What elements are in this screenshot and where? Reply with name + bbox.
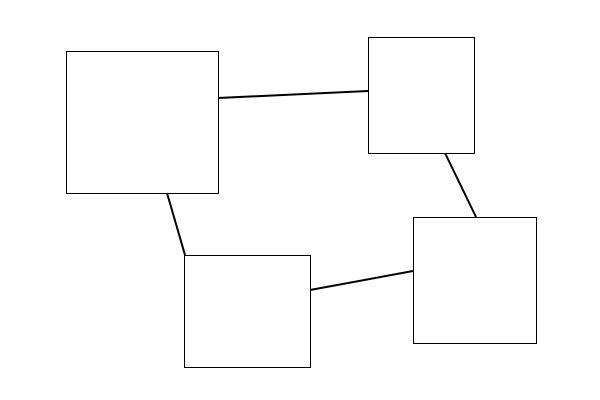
node-bottom-center-box — [184, 255, 311, 368]
node-bottom-right — [413, 217, 537, 344]
node-top-left-box — [66, 51, 219, 194]
edge-bottom-right-to-bottom-center — [309, 270, 414, 291]
node-top-left — [66, 51, 219, 194]
edge-bottom-center-to-top-left — [166, 192, 186, 256]
edge-top-right-to-bottom-right — [444, 152, 477, 218]
node-top-right — [368, 37, 475, 154]
node-top-right-box — [368, 37, 475, 154]
edge-top-left-to-top-right — [217, 90, 369, 99]
node-bottom-center — [184, 255, 311, 368]
node-bottom-right-box — [413, 217, 537, 344]
